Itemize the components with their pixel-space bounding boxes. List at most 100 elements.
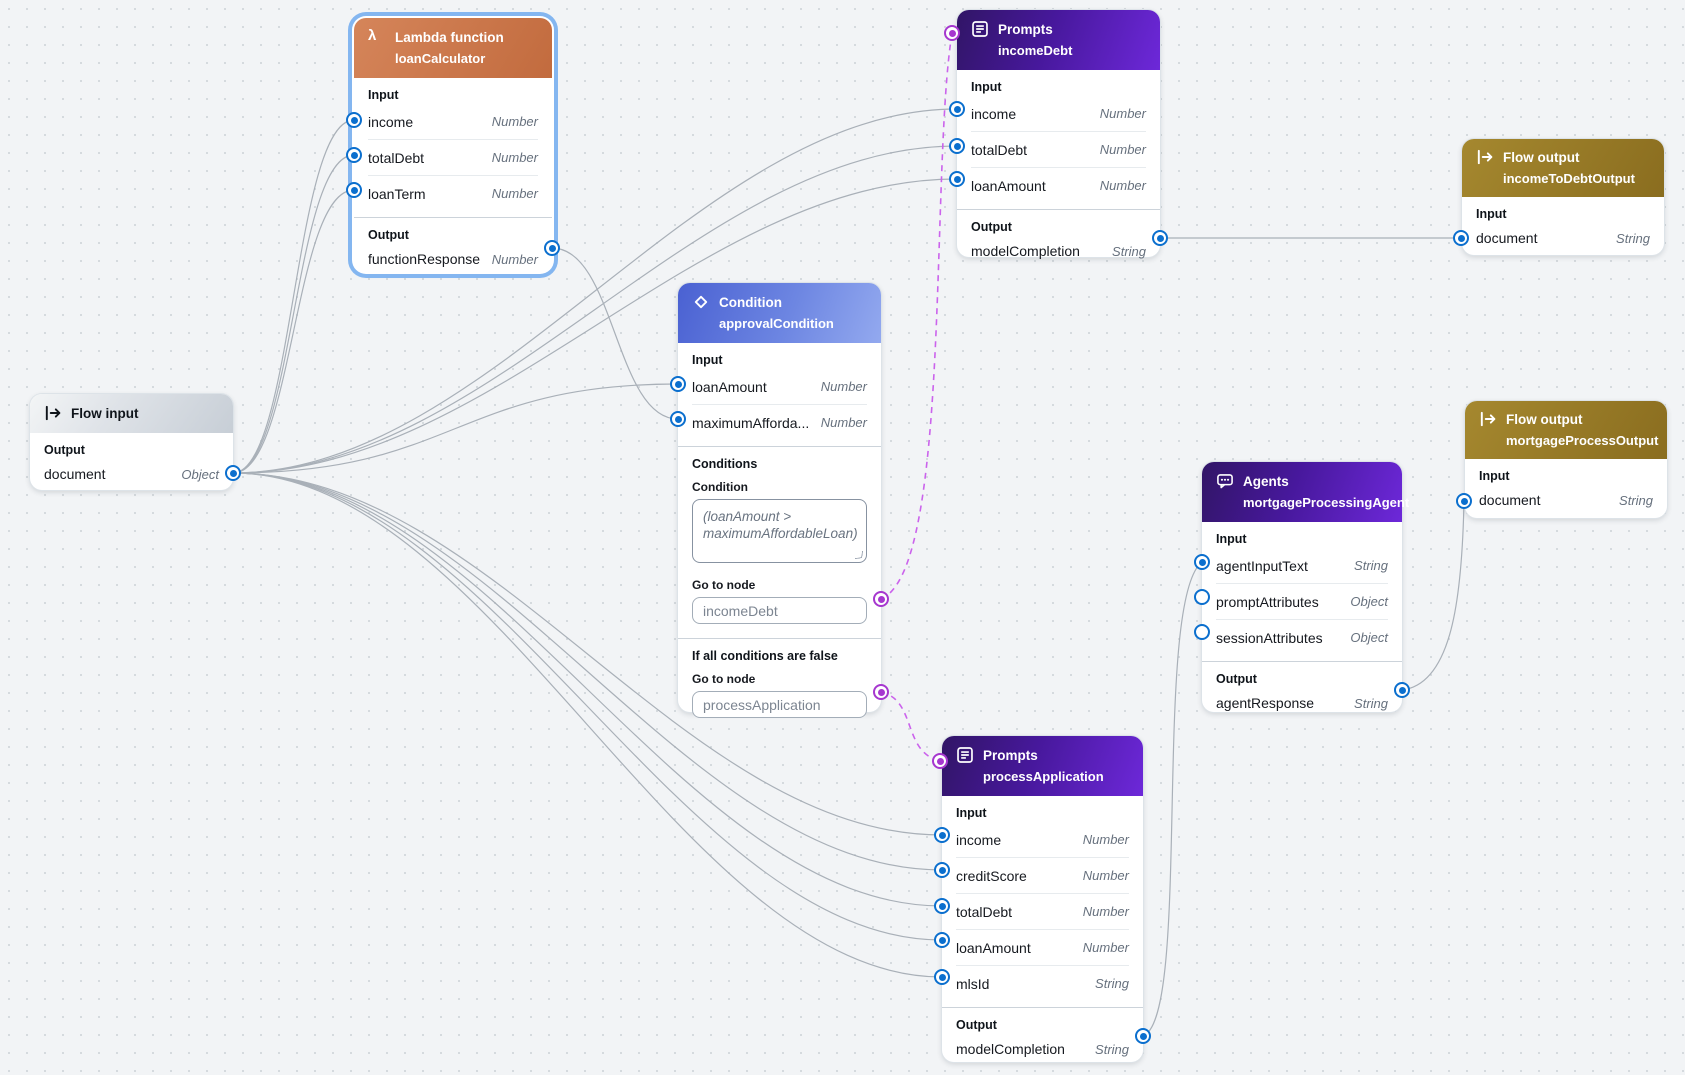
port-approvalcondition-false-output[interactable]: [873, 684, 889, 700]
edge-flowInput.document-to-incomeDebt.income[interactable]: [232, 108, 958, 474]
node-name: processApplication: [983, 769, 1104, 784]
node-type: Prompts: [983, 748, 1038, 763]
io-row: income Number: [956, 822, 1129, 857]
io-row: sessionAttributes Object: [1216, 619, 1388, 655]
node-type: Agents: [1243, 474, 1289, 489]
io-name: agentResponse: [1216, 695, 1315, 711]
node-header: λ Lambda function loanCalculator: [354, 18, 552, 78]
port-incometodebtoutput-document-input[interactable]: [1453, 230, 1469, 246]
input-section-label: Input: [971, 80, 1002, 94]
edge-flowInput.document-to-processApplication.income[interactable]: [232, 472, 943, 836]
port-loancalculator-loanterm-input[interactable]: [346, 182, 362, 198]
io-name: income: [368, 113, 414, 130]
io-type: Number: [820, 379, 867, 394]
input-section-label: Input: [956, 806, 987, 820]
node-name: incomeToDebtOutput: [1503, 171, 1635, 186]
port-loancalculator-functionresponse-output[interactable]: [544, 240, 560, 256]
io-name: sessionAttributes: [1216, 629, 1323, 646]
port-processapplication-loanamount-input[interactable]: [934, 932, 950, 948]
edge-flowInput.document-to-loanCalculator.loanTerm[interactable]: [232, 189, 355, 474]
port-incomedebt-income-input[interactable]: [949, 101, 965, 117]
port-approvalcondition-maximumaffordableloan-input[interactable]: [670, 411, 686, 427]
edge-flowInput.document-to-incomeDebt.loanAmount[interactable]: [232, 178, 958, 474]
edge-approvalCondition.goToNodeTrue-to-incomeDebt.header[interactable]: [880, 32, 953, 600]
prompts-icon: [971, 20, 989, 38]
io-type: Number: [1099, 178, 1146, 193]
port-processapplication-income-input[interactable]: [934, 827, 950, 843]
input-section-label: Input: [1216, 532, 1247, 546]
node-type: Lambda function: [395, 30, 504, 45]
port-agent-agentinputtext-input[interactable]: [1194, 554, 1210, 570]
edge-mortgageProcessingAgent.agentResponse-to-mortgageProcessOutput.document[interactable]: [1401, 500, 1465, 691]
port-incomedebt-condition-input[interactable]: [944, 25, 960, 41]
node-name: mortgageProcessOutput: [1506, 433, 1659, 448]
edge-loanCalculator.functionResponse-to-approvalCondition.maximumAffordableLoan[interactable]: [551, 247, 679, 420]
edge-flowInput.document-to-loanCalculator.totalDebt[interactable]: [232, 154, 355, 474]
port-agent-agentresponse-output[interactable]: [1394, 682, 1410, 698]
edge-flowInput.document-to-loanCalculator.income[interactable]: [232, 119, 355, 474]
condition-field-label: Condition: [692, 480, 748, 494]
port-processapplication-totaldebt-input[interactable]: [934, 898, 950, 914]
port-mortgageprocessoutput-document-input[interactable]: [1456, 493, 1472, 509]
port-loancalculator-totaldebt-input[interactable]: [346, 147, 362, 163]
port-agent-sessionattributes-input[interactable]: [1194, 624, 1210, 640]
go-to-node-true-input[interactable]: incomeDebt: [692, 597, 867, 624]
edge-flowInput.document-to-approvalCondition.loanAmount[interactable]: [232, 383, 679, 474]
go-to-node-false-input[interactable]: processApplication: [692, 691, 867, 718]
input-section-label: Input: [1479, 469, 1510, 483]
edge-flowInput.document-to-processApplication.mlsId[interactable]: [232, 472, 943, 978]
condition-expression-textarea[interactable]: (loanAmount > maximumAffordableLoan): [692, 499, 867, 563]
edge-flowInput.document-to-processApplication.totalDebt[interactable]: [232, 472, 943, 907]
edge-flowInput.document-to-processApplication.loanAmount[interactable]: [232, 472, 943, 941]
io-name: mlsId: [956, 975, 990, 992]
node-prompts-incomedebt[interactable]: Prompts incomeDebt Input income Number t…: [944, 10, 1168, 259]
port-processapplication-condition-input[interactable]: [932, 753, 948, 769]
port-approvalcondition-loanamount-input[interactable]: [670, 376, 686, 392]
output-section-label: Output: [971, 220, 1012, 234]
io-row: functionResponse Number: [368, 244, 538, 274]
io-name: promptAttributes: [1216, 593, 1319, 610]
port-incomedebt-totaldebt-input[interactable]: [949, 138, 965, 154]
section-divider: [354, 217, 552, 218]
io-name: functionResponse: [368, 251, 481, 267]
io-type: Number: [1082, 940, 1129, 955]
edge-processApplication.modelCompletion-to-mortgageProcessingAgent.agentInputText[interactable]: [1142, 561, 1203, 1037]
io-name: totalDebt: [971, 141, 1028, 158]
port-incomedebt-loanamount-input[interactable]: [949, 171, 965, 187]
output-section-label: Output: [44, 443, 85, 457]
io-name: income: [971, 105, 1017, 122]
port-approvalcondition-true-output[interactable]: [873, 591, 889, 607]
port-loancalculator-income-input[interactable]: [346, 112, 362, 128]
port-incomedebt-modelcompletion-output[interactable]: [1152, 230, 1168, 246]
io-row: maximumAfforda... Number: [692, 404, 867, 440]
node-flow-output-incometodebtoutput[interactable]: Flow output incomeToDebtOutput Input doc…: [1453, 139, 1664, 255]
node-condition-approvalcondition[interactable]: Condition approvalCondition Input loanAm…: [670, 283, 889, 718]
io-name: creditScore: [956, 867, 1027, 884]
node-type: Flow input: [71, 406, 139, 421]
node-lambda-loancalculator[interactable]: λ Lambda function loanCalculator Input i…: [346, 18, 560, 274]
io-row: document String: [1476, 223, 1650, 253]
edge-approvalCondition.goToNodeFalse-to-processApplication.header[interactable]: [880, 691, 941, 762]
io-type: Number: [1082, 832, 1129, 847]
port-processapplication-mlsid-input[interactable]: [934, 969, 950, 985]
port-processapplication-creditscore-input[interactable]: [934, 862, 950, 878]
node-agents-mortgageprocessingagent[interactable]: Agents mortgageProcessingAgent Input age…: [1194, 462, 1410, 712]
node-header: Condition approvalCondition: [678, 283, 881, 343]
io-row: promptAttributes Object: [1216, 583, 1388, 619]
prompts-icon: [956, 746, 974, 764]
node-flow-output-mortgageprocessoutput[interactable]: Flow output mortgageProcessOutput Input …: [1456, 401, 1667, 518]
node-flow-input[interactable]: Flow input Output document Object: [30, 394, 241, 490]
io-type: Number: [1082, 868, 1129, 883]
node-type: Flow output: [1506, 412, 1583, 427]
edge-flowInput.document-to-incomeDebt.totalDebt[interactable]: [232, 145, 958, 474]
node-header: Flow output incomeToDebtOutput: [1462, 139, 1664, 197]
edge-flowInput.document-to-processApplication.creditScore[interactable]: [232, 472, 943, 871]
port-agent-promptattributes-input[interactable]: [1194, 589, 1210, 605]
port-flow-input-document-output[interactable]: [225, 465, 241, 481]
port-processapplication-modelcompletion-output[interactable]: [1135, 1028, 1151, 1044]
node-header: Prompts processApplication: [942, 736, 1143, 796]
io-name: loanAmount: [971, 177, 1046, 194]
node-prompts-processapplication[interactable]: Prompts processApplication Input income …: [932, 736, 1151, 1062]
io-type: Number: [491, 186, 538, 201]
